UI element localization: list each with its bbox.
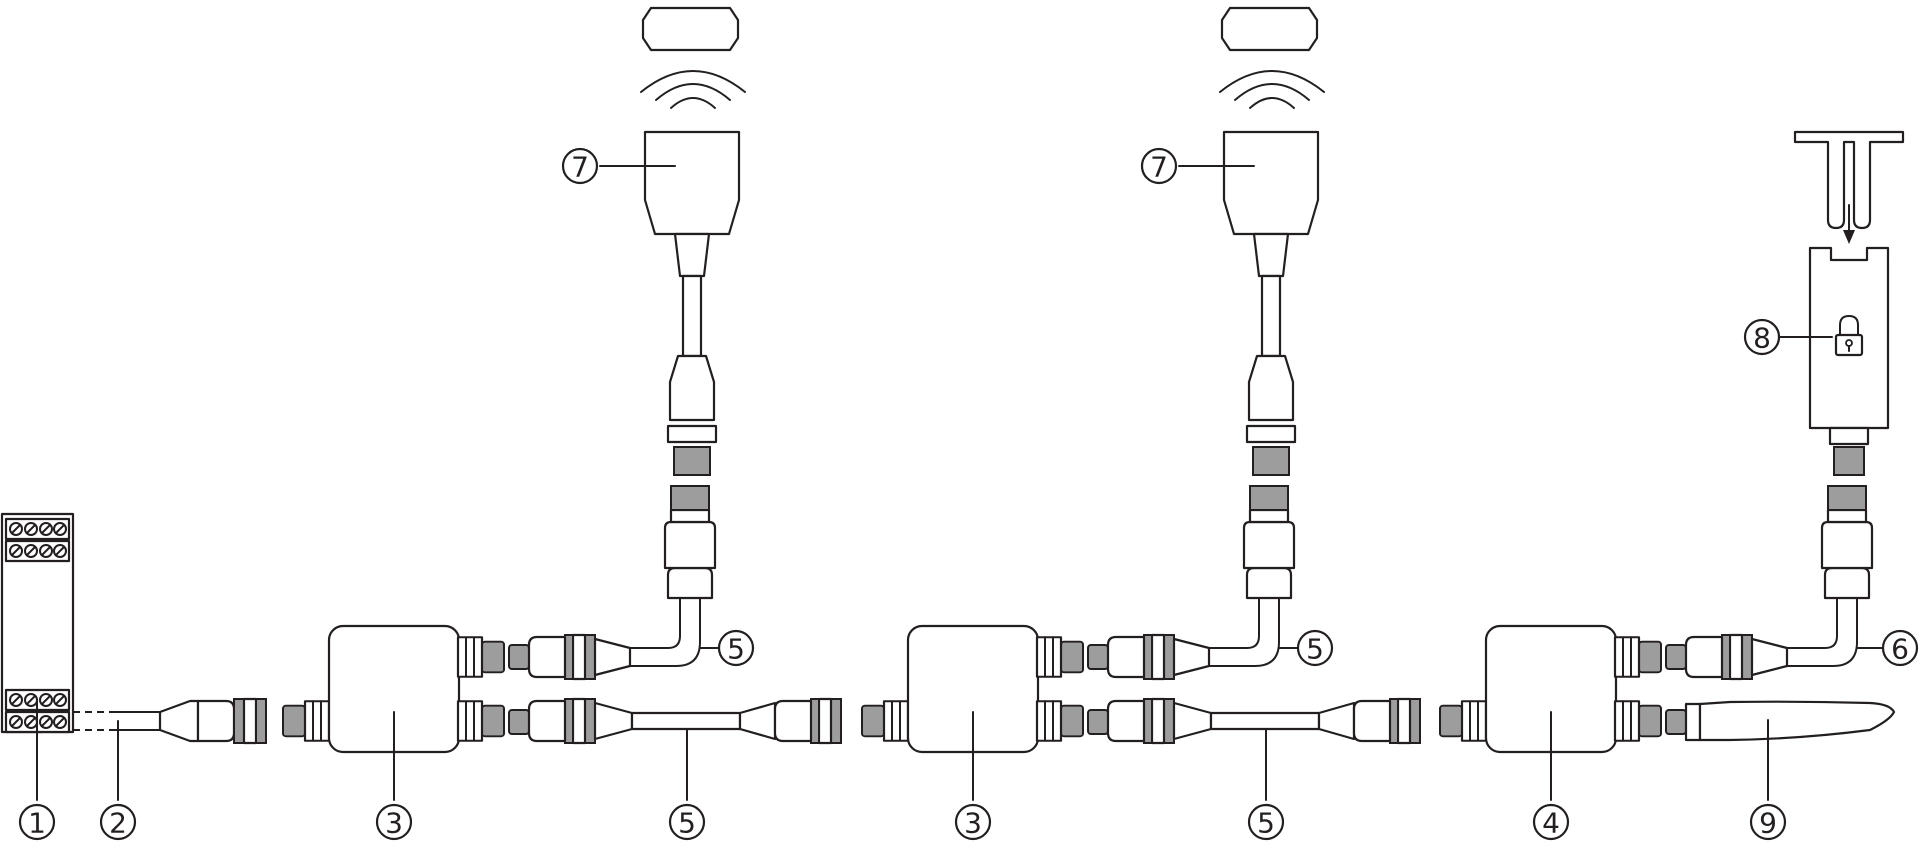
callout-3-left-label: 3 (385, 807, 403, 840)
callout-7-middle-label: 7 (1150, 151, 1168, 184)
locking-device (1779, 130, 1905, 476)
callout-5-straight-middle: 5 (1247, 803, 1285, 841)
terminating-distributor (1438, 624, 1663, 801)
callout-4-label: 4 (1542, 807, 1560, 840)
rfid-safety-switch-left (599, 6, 746, 476)
callout-5-straight-left: 5 (668, 803, 706, 841)
callout-1: 1 (18, 803, 56, 841)
callout-9: 9 (1749, 803, 1787, 841)
callout-6-label: 6 (1891, 633, 1909, 666)
callout-6: 6 (1881, 629, 1919, 667)
callout-4: 4 (1532, 803, 1570, 841)
wireless-signal-icon (640, 70, 746, 109)
distributor-left (281, 624, 506, 801)
callout-8-label: 8 (1753, 322, 1771, 355)
arrow-down-icon (1843, 204, 1855, 244)
callout-9-label: 9 (1759, 807, 1777, 840)
callout-8: 8 (1743, 318, 1781, 356)
connection-cable-branch-middle (1087, 485, 1298, 681)
cable-open-end (73, 697, 267, 801)
callout-2: 2 (99, 803, 137, 841)
wireless-signal-icon (1219, 70, 1325, 109)
callout-5-branch-left: 5 (717, 629, 755, 667)
distributor-middle (860, 624, 1085, 801)
lock-icon (1834, 314, 1864, 357)
power-supply-unit (0, 512, 75, 801)
callout-7-middle: 7 (1140, 147, 1178, 185)
connection-cable-straight-middle (1087, 697, 1422, 801)
connection-cable-branch-left (508, 485, 719, 681)
callout-3-middle: 3 (954, 803, 992, 841)
connection-cable-branch-right (1665, 485, 1891, 681)
rfid-safety-switch-middle (1178, 6, 1325, 476)
callout-5-straight-middle-label: 5 (1257, 807, 1275, 840)
callout-2-label: 2 (109, 807, 127, 840)
callout-5-branch-middle-label: 5 (1306, 633, 1324, 666)
callout-7-left: 7 (561, 147, 599, 185)
callout-7-left-label: 7 (571, 151, 589, 184)
terminating-plug (1665, 700, 1896, 801)
connection-cable-straight-left (508, 697, 843, 801)
callout-1-label: 1 (28, 807, 46, 840)
callout-5-branch-left-label: 5 (727, 633, 745, 666)
callout-3-left: 3 (375, 803, 413, 841)
callout-5-straight-left-label: 5 (678, 807, 696, 840)
callout-3-middle-label: 3 (964, 807, 982, 840)
callout-5-branch-middle: 5 (1296, 629, 1334, 667)
